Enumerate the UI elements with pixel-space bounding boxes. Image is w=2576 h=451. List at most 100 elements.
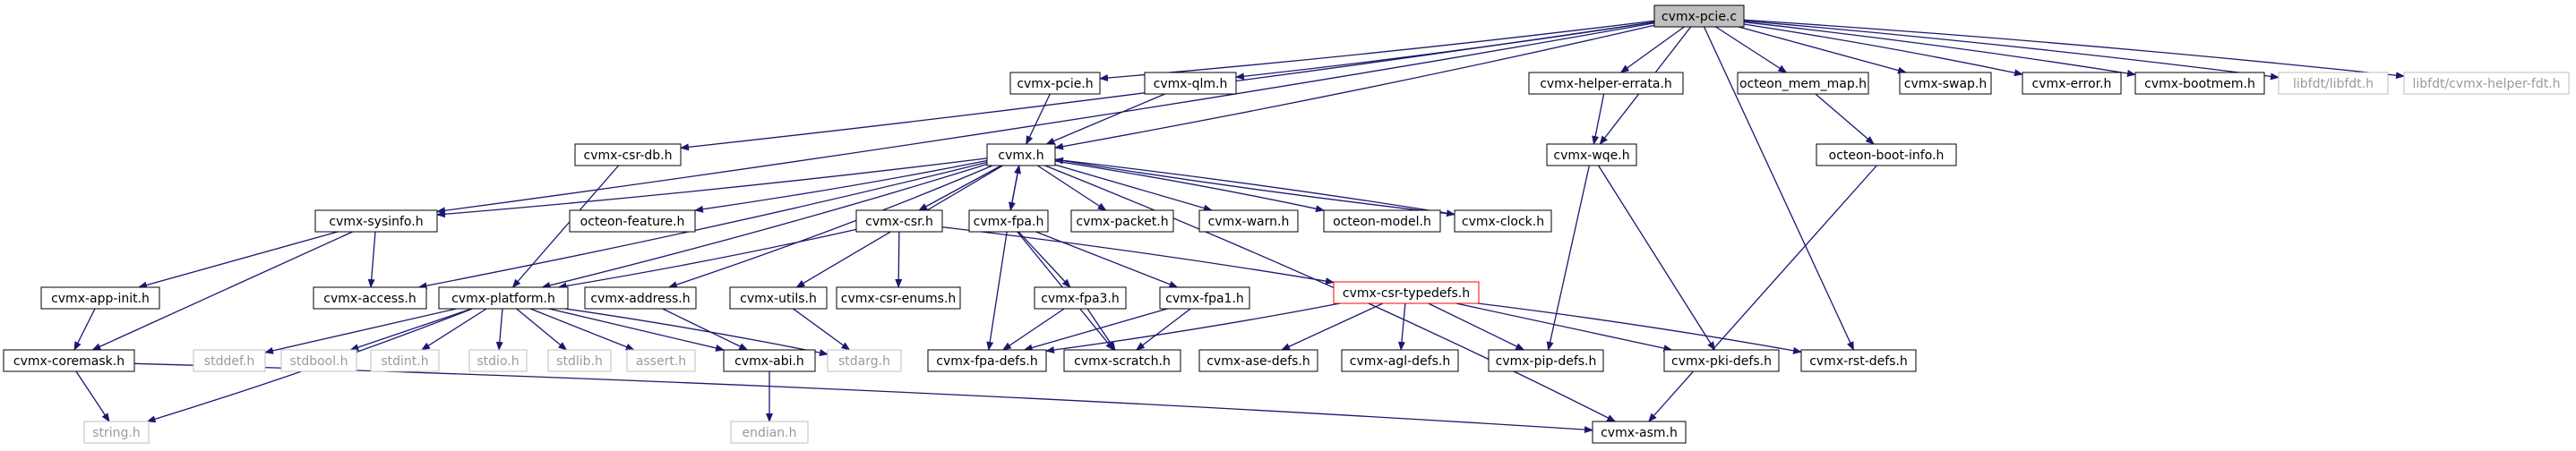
node-csrdb-h[interactable]: cvmx-csr-db.h [574,143,682,166]
node-label: cvmx-address.h [590,292,690,306]
node-label: stdlib.h [556,354,603,369]
node-label: cvmx-sysinfo.h [329,215,423,229]
node-label: stdint.h [381,354,428,369]
node-label: cvmx-agl-defs.h [1350,354,1450,369]
node-box [1144,72,1237,95]
node-label: endian.h [742,426,796,440]
node-abi-h[interactable]: cvmx-abi.h [723,349,816,372]
edge-app_init_h-to-coremask_h [73,308,96,351]
node-box [2022,72,2122,95]
node-asm-h[interactable]: cvmx-asm.h [1592,421,1687,444]
node-clock-h[interactable]: cvmx-clock.h [1454,209,1552,233]
node-label: cvmx-packet.h [1076,215,1168,229]
edge-address_h-to-abi_h [662,308,749,351]
edge-pcie_c-to-swap_h [1738,26,1907,74]
node-label: libfdt/cvmx-helper-fdt.h [2412,77,2560,91]
node-csr-typedefs-h[interactable]: cvmx-csr-typedefs.h [1333,281,1480,304]
node-box [1737,72,1869,95]
node-cvmx-h[interactable]: cvmx.h [986,143,1056,166]
node-fpa-h[interactable]: cvmx-fpa.h [968,209,1049,233]
node-label: libfdt/libfdt.h [2293,77,2374,91]
node-bootmem-h[interactable]: cvmx-bootmem.h [2134,72,2265,95]
node-box [1546,143,1637,166]
node-box [1454,209,1552,233]
node-box [1159,286,1250,310]
node-ase-defs-h[interactable]: cvmx-ase-defs.h [1198,349,1318,372]
node-box [827,349,902,372]
edge-cvmx_h-to-packet_h [1036,165,1107,211]
edge-platform_h-to-abi_h [548,308,726,352]
node-agl-defs-h[interactable]: cvmx-agl-defs.h [1341,349,1459,372]
node-label: string.h [92,426,141,440]
node-wqe-h[interactable]: cvmx-wqe.h [1546,143,1637,166]
node-swap-h[interactable]: cvmx-swap.h [1899,72,1992,95]
edge-sysinfo_h-to-coremask_h [91,231,353,351]
edge-octeon_mem_map_h-to-octeon_boot_info_h [1815,93,1875,145]
edge-platform_h-to-stdint_h [421,308,487,351]
node-csr-h[interactable]: cvmx-csr.h [855,209,943,233]
node-octeon-boot-info-h[interactable]: octeon-boot-info.h [1816,143,1957,166]
node-label: stdio.h [477,354,519,369]
node-box [3,349,135,372]
node-octeon-feature-h[interactable]: octeon-feature.h [569,209,696,233]
edge-cvmx_h-to-clock_h [1054,158,1455,217]
edge-pcie_h-to-cvmx_h [1026,93,1051,145]
edge-fpa_h-to-fpa1_h [1035,231,1179,288]
node-sysinfo-h[interactable]: cvmx-sysinfo.h [314,209,438,233]
node-helper-errata-h[interactable]: cvmx-helper-errata.h [1528,72,1684,95]
node-coremask-h[interactable]: cvmx-coremask.h [3,349,135,372]
node-octeon-mem-map-h[interactable]: octeon_mem_map.h [1737,72,1869,95]
node-fpa3-h[interactable]: cvmx-fpa3.h [1034,286,1127,310]
edge-cvmx_h-to-csr_h [918,165,1002,211]
edge-coremask_h-to-string_h [75,370,110,422]
node-pki-defs-h[interactable]: cvmx-pki-defs.h [1663,349,1780,372]
node-octeon-model-h[interactable]: octeon-model.h [1323,209,1441,233]
edge-cvmx_h-to-octeon_model_h [1054,160,1325,213]
edge-platform_h-to-stddef_h [264,308,457,354]
node-pcie-c[interactable]: cvmx-pcie.c [1653,4,1745,28]
node-string-h: string.h [83,421,150,444]
node-box [1009,72,1101,95]
node-pip-defs-h[interactable]: cvmx-pip-defs.h [1488,349,1604,372]
edge-csr_typedefs_h-to-pip_defs_h [1428,302,1525,351]
node-error-h[interactable]: cvmx-error.h [2022,72,2122,95]
edge-pcie_c-to-libfdt_helper_h [1743,19,2405,80]
edge-wqe_h-to-pki_defs_h [1598,165,1715,351]
node-box [723,349,816,372]
node-box [438,286,569,310]
node-pcie-h[interactable]: cvmx-pcie.h [1009,72,1101,95]
dependency-edges [73,19,2405,434]
node-warn-h[interactable]: cvmx-warn.h [1198,209,1299,233]
node-address-h[interactable]: cvmx-address.h [584,286,697,310]
node-scratch-h[interactable]: cvmx-scratch.h [1063,349,1181,372]
node-box [1663,349,1780,372]
node-platform-h[interactable]: cvmx-platform.h [438,286,569,310]
node-qlm-h[interactable]: cvmx-qlm.h [1144,72,1237,95]
node-box [1323,209,1441,233]
node-rst-defs-h[interactable]: cvmx-rst-defs.h [1800,349,1917,372]
node-label: cvmx-warn.h [1208,215,1290,229]
node-box [314,209,438,233]
edge-platform_h-to-stdlib_h [516,308,568,351]
node-box [927,349,1047,372]
node-fpa1-h[interactable]: cvmx-fpa1.h [1159,286,1250,310]
node-fpa-defs-h[interactable]: cvmx-fpa-defs.h [927,349,1047,372]
node-csr-enums-h[interactable]: cvmx-csr-enums.h [836,286,961,310]
node-label: cvmx-fpa.h [974,215,1044,229]
node-label: cvmx-abi.h [734,354,804,369]
node-label: stddef.h [204,354,254,369]
node-label: cvmx-scratch.h [1074,354,1171,369]
node-label: cvmx-bootmem.h [2144,77,2255,91]
node-packet-h[interactable]: cvmx-packet.h [1070,209,1174,233]
node-box [836,286,961,310]
node-utils-h[interactable]: cvmx-utils.h [729,286,828,310]
edge-cvmx_h-to-warn_h [1054,164,1213,212]
node-label: cvmx-utils.h [740,292,817,306]
node-stdio-h: stdio.h [468,349,528,372]
node-app-init-h[interactable]: cvmx-app-init.h [40,286,160,310]
edge-fpa1_h-to-scratch_h [1135,308,1191,351]
edge-utils_h-to-stdarg_h [793,308,851,351]
node-access-h[interactable]: cvmx-access.h [313,286,427,310]
edge-pcie_c-to-sysinfo_h [436,22,1655,215]
edge-fpa1_h-to-fpa_defs_h [1023,308,1168,352]
